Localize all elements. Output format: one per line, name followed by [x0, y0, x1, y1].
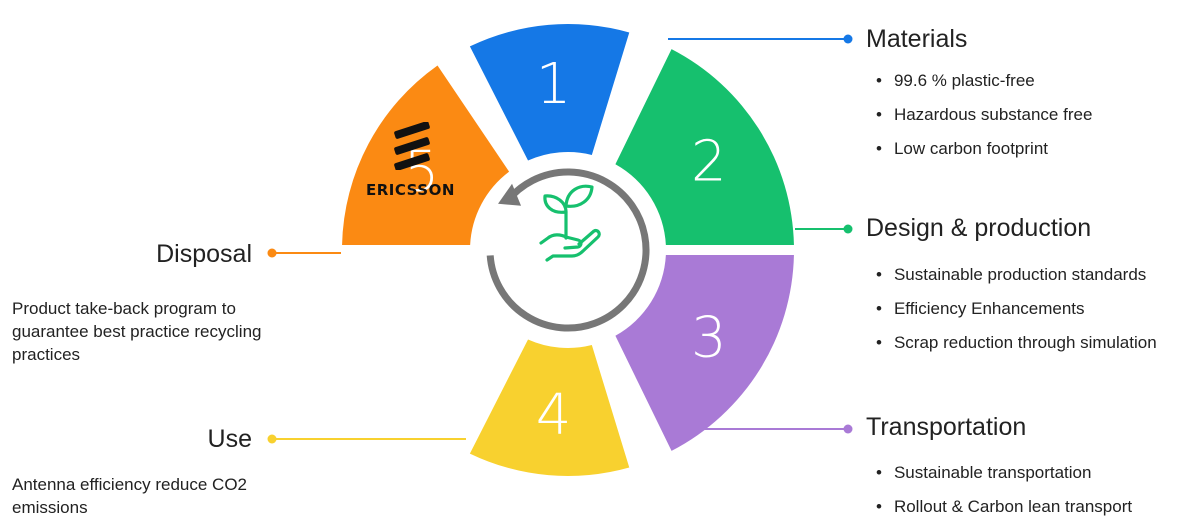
segment-number-1: 1 [536, 52, 572, 117]
materials-heading: Materials [866, 25, 968, 53]
leader-dot-design-production [843, 224, 853, 234]
leader-dot-use [267, 434, 277, 444]
cycle-arrow-head [498, 183, 522, 206]
segment-materials [469, 24, 630, 161]
segment-number-4: 4 [536, 383, 572, 448]
segment-number-3: 3 [691, 305, 727, 370]
disposal-heading: Disposal [156, 240, 252, 268]
leader-dot-materials [843, 34, 853, 44]
transportation-bullet-list: Sustainable transportation Rollout & Car… [876, 456, 1132, 524]
use-heading: Use [207, 425, 252, 453]
list-item: Low carbon footprint [876, 132, 1092, 166]
ericsson-logo-text: ERICSSON [366, 181, 455, 199]
plant-in-hand-icon [539, 184, 601, 262]
segment-transportation [615, 255, 794, 451]
disposal-description: Product take-back program to guarantee b… [12, 299, 262, 364]
leader-dot-disposal [267, 248, 277, 258]
segment-use [469, 339, 630, 477]
cycle-arrow [486, 168, 650, 332]
ericsson-logo-mark-icon [392, 121, 434, 171]
list-item: Efficiency Enhancements [876, 292, 1157, 326]
segment-number-2: 2 [691, 130, 727, 195]
list-item: Sustainable transportation [876, 456, 1132, 490]
list-item: Sustainable production standards [876, 258, 1157, 292]
leader-dot-transportation [843, 424, 853, 434]
segment-design-production [615, 49, 794, 245]
list-item: Hazardous substance free [876, 98, 1092, 132]
list-item: Scrap reduction through simulation [876, 326, 1157, 360]
design-production-heading: Design & production [866, 214, 1092, 242]
list-item: Rollout & Carbon lean transport [876, 490, 1132, 524]
materials-bullet-list: 99.6 % plastic-free Hazardous substance … [876, 64, 1092, 166]
list-item: 99.6 % plastic-free [876, 64, 1092, 98]
transportation-heading: Transportation [866, 413, 1027, 441]
design-production-bullet-list: Sustainable production standards Efficie… [876, 258, 1157, 360]
use-description: Antenna efficiency reduce CO2 emissions [12, 475, 247, 517]
